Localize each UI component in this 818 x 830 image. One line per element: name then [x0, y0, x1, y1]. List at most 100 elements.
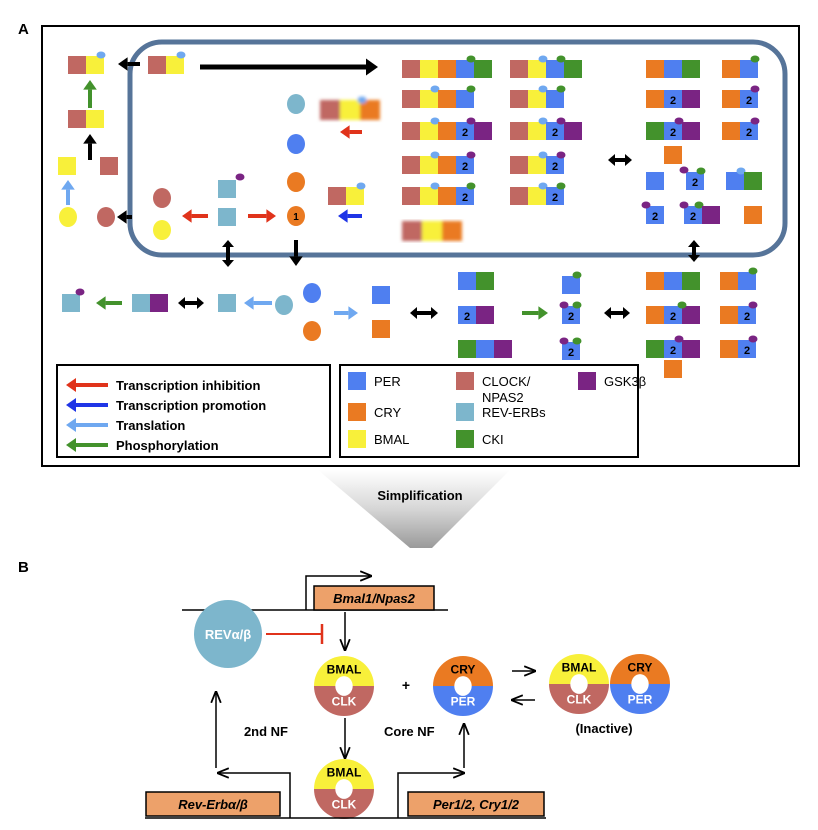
per-unit	[546, 156, 564, 174]
protein-complex: 2	[720, 301, 758, 324]
gsk-phospho-dot	[674, 335, 684, 343]
bmal-unit	[420, 156, 438, 174]
protein-complex: 2	[562, 337, 582, 360]
gsk-phospho-dot	[679, 201, 689, 209]
protein-complex	[646, 60, 700, 78]
clock-unit	[402, 221, 422, 241]
arrow-head	[96, 296, 106, 310]
arrow-head	[61, 180, 75, 190]
gsk-phospho-dot	[466, 151, 476, 159]
complex-center-hole	[335, 779, 353, 799]
arrow-legend-label: Transcription promotion	[116, 398, 266, 413]
per-unit	[476, 340, 494, 358]
protein-complex: 2	[720, 335, 758, 358]
gsk-phospho-dot	[674, 117, 684, 125]
translate-phospho-dot	[430, 117, 440, 125]
protein-complex	[510, 85, 566, 108]
arrows-layer	[61, 57, 700, 320]
gene-box	[145, 791, 281, 817]
bmal-unit	[86, 110, 104, 128]
gsk-phospho-dot	[235, 173, 245, 181]
cki-phospho-dot	[748, 267, 758, 275]
gene-box	[407, 791, 545, 817]
arrow-legend-label: Transcription inhibition	[116, 378, 261, 393]
inhibition-arrow	[248, 209, 276, 223]
species-legend-item: PER	[348, 372, 401, 390]
cki-phospho-dot	[556, 182, 566, 190]
arrow-head	[608, 154, 615, 166]
bmal-mrna-circle	[59, 207, 77, 227]
bmal-unit	[528, 187, 546, 205]
cki-unit	[476, 272, 494, 290]
cry-square	[664, 146, 682, 164]
protein-complex	[722, 55, 760, 78]
per-unit	[546, 187, 564, 205]
import-arrow	[200, 58, 378, 76]
site-2-mark: 2	[464, 311, 470, 323]
site-2-mark: 2	[692, 177, 698, 189]
clock-bmal-complex	[68, 51, 106, 74]
bmal-unit	[420, 187, 438, 205]
transport-double-arrow	[222, 240, 234, 267]
cki-phospho-dot	[572, 337, 582, 345]
per-unit	[664, 122, 682, 140]
per-unit	[562, 276, 580, 294]
site-2-mark: 2	[462, 192, 468, 204]
binding-double-arrow	[178, 297, 204, 309]
cki-phospho-dot	[556, 85, 566, 93]
bmal-gene: Bmal1/Npas2	[313, 585, 435, 611]
cki-phospho-dot	[466, 85, 476, 93]
protein-complex: 2	[510, 151, 566, 174]
cry-mrna-circle	[303, 321, 321, 341]
cry-square	[664, 360, 682, 378]
binding-double-arrow	[410, 307, 438, 319]
cki-unit	[682, 272, 700, 290]
gsk-unit	[682, 90, 700, 108]
bmal-unit	[86, 56, 104, 74]
bmal-half	[314, 656, 374, 686]
inhibition-arrow	[340, 125, 362, 139]
arrow-head	[197, 297, 204, 309]
bmal-unit	[346, 187, 364, 205]
bmal-unit	[420, 90, 438, 108]
cry-unit	[722, 90, 740, 108]
arrow-head	[604, 307, 611, 319]
protein-complex: 2	[684, 201, 720, 224]
per-phospho-dot	[357, 96, 367, 104]
clock-mrna-circle	[97, 207, 115, 227]
cki-unit	[646, 340, 664, 358]
arrow-head	[83, 134, 97, 144]
species-legend-label: CLOCK/	[482, 374, 531, 389]
protein-complex: 2	[510, 117, 582, 140]
gsk-phospho-dot	[556, 151, 566, 159]
rev-square	[218, 294, 236, 312]
species-legend-label: CKI	[482, 432, 504, 447]
per-mrna-circle	[303, 283, 321, 303]
translate-phospho-dot	[430, 85, 440, 93]
phosphorylation-arrow	[83, 80, 97, 108]
gsk-phospho-dot	[750, 85, 760, 93]
species-legend-item: CLOCK/NPAS2	[456, 372, 531, 405]
arrow-head	[538, 306, 548, 320]
simplification-funnel	[318, 470, 510, 548]
protein-complex	[402, 85, 476, 108]
protein-complex: 2	[402, 151, 476, 174]
promoter-arrow	[397, 773, 464, 818]
cry-unit	[722, 122, 740, 140]
cki-phospho-dot	[572, 271, 582, 279]
cry-label: CRY	[628, 660, 653, 674]
clock-unit	[68, 56, 86, 74]
clock-unit	[402, 187, 420, 205]
per-unit	[664, 272, 682, 290]
per-unit	[686, 172, 704, 190]
gsk-unit	[564, 122, 582, 140]
bmal-unit	[528, 122, 546, 140]
protein-complex: 2	[646, 206, 664, 224]
per-unit	[546, 90, 564, 108]
clock-bmal-complex	[68, 110, 104, 128]
species-legend-label: BMAL	[374, 432, 409, 447]
core-nf-label: Core NF	[384, 724, 435, 739]
clock-unit	[402, 122, 420, 140]
